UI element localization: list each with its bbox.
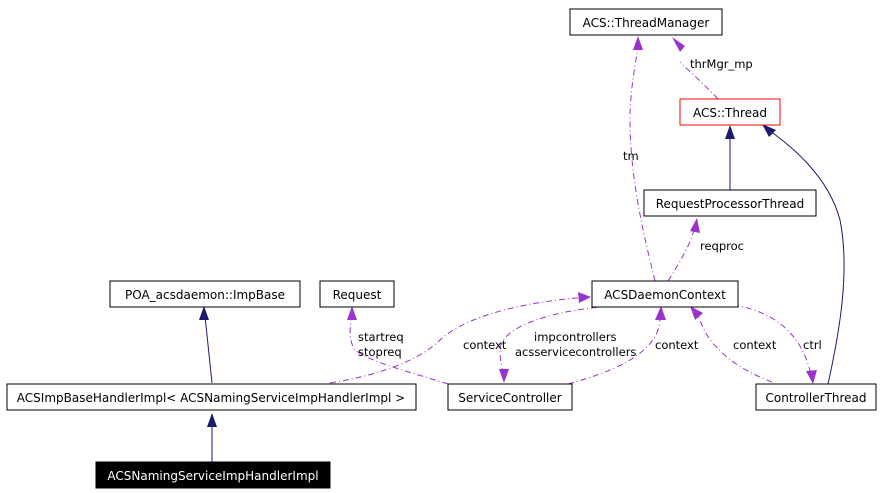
edge-daemoncontext-to-reqproc — [667, 229, 695, 282]
edge-label-ctrl: ctrl — [803, 338, 822, 352]
edge-controllerthread-inherits-thread — [765, 127, 845, 385]
edge-daemoncontext-to-servicecontroller — [499, 305, 611, 379]
arrowhead-controllerthread — [806, 370, 817, 384]
arrowhead-thread-from-reqproc — [725, 125, 735, 139]
edge-impbasehandler-to-daemoncontext — [329, 296, 591, 384]
arrowhead-reqproc — [690, 218, 700, 233]
edge-impbasehandler-inherits-poa — [204, 315, 213, 384]
node-poa-imp-base[interactable]: POA_acsdaemon::ImpBase — [109, 280, 301, 308]
arrowhead-daemoncontext-from-controller — [690, 306, 703, 320]
node-thread-label: ACS::Thread — [693, 106, 767, 120]
arrowhead-impbasehandler — [207, 413, 217, 427]
node-thread[interactable]: ACS::Thread — [679, 98, 781, 126]
edge-label-context-imp: context — [463, 338, 507, 352]
node-thread-manager[interactable]: ACS::ThreadManager — [569, 8, 723, 36]
node-naming-service-handler[interactable]: ACSNamingServiceImpHandlerImpl — [95, 461, 331, 489]
edge-label-startreq: startreq — [358, 330, 404, 344]
arrowhead-request — [347, 306, 357, 320]
node-request-label: Request — [333, 288, 382, 302]
edge-daemoncontext-to-controllerthread — [732, 304, 813, 381]
node-daemon-context-label: ACSDaemonContext — [604, 288, 726, 302]
arrowhead-threadmanager-tm — [633, 36, 643, 50]
arrowhead-threadmanager-thrmgr — [672, 37, 685, 52]
node-naming-service-handler-label: ACSNamingServiceImpHandlerImpl — [107, 469, 318, 483]
edge-label-thrmgr-mp: thrMgr_mp — [690, 57, 753, 71]
arrowhead-thread-from-controller — [762, 124, 776, 137]
node-request[interactable]: Request — [319, 280, 395, 308]
arrowhead-daemoncontext-from-service — [655, 306, 666, 320]
edge-label-tm: tm — [623, 149, 639, 163]
edge-label-context-controller: context — [733, 338, 777, 352]
edge-label-acsservicecontrollers: acsservicecontrollers — [515, 345, 636, 359]
edge-label-impcontrollers: impcontrollers — [534, 330, 617, 344]
edge-label-context-service: context — [655, 338, 699, 352]
node-service-controller-label: ServiceController — [458, 391, 561, 405]
node-request-processor-thread[interactable]: RequestProcessorThread — [643, 189, 817, 217]
node-imp-base-handler-label: ACSImpBaseHandlerImpl< ACSNamingServiceI… — [17, 391, 405, 405]
node-daemon-context[interactable]: ACSDaemonContext — [591, 280, 739, 308]
node-request-processor-thread-label: RequestProcessorThread — [656, 197, 805, 211]
edge-daemoncontext-to-threadmanager — [629, 47, 656, 282]
edge-servicecontroller-to-request — [349, 314, 449, 385]
edge-thread-to-threadmanager — [679, 61, 719, 100]
arrowhead-daemoncontext-from-impbase — [578, 292, 591, 303]
node-controller-thread[interactable]: ControllerThread — [755, 383, 877, 411]
node-controller-thread-label: ControllerThread — [766, 391, 867, 405]
edge-servicecontroller-to-daemoncontext — [567, 317, 661, 385]
edge-label-reqproc: reqproc — [700, 239, 744, 253]
node-thread-manager-label: ACS::ThreadManager — [583, 16, 710, 30]
node-service-controller[interactable]: ServiceController — [447, 383, 573, 411]
arrowhead-servicecontroller — [499, 369, 509, 383]
edge-label-stopreq: stopreq — [358, 345, 402, 359]
node-imp-base-handler[interactable]: ACSImpBaseHandlerImpl< ACSNamingServiceI… — [6, 383, 417, 411]
node-poa-imp-base-label: POA_acsdaemon::ImpBase — [125, 288, 285, 302]
arrowhead-poa — [199, 306, 209, 320]
